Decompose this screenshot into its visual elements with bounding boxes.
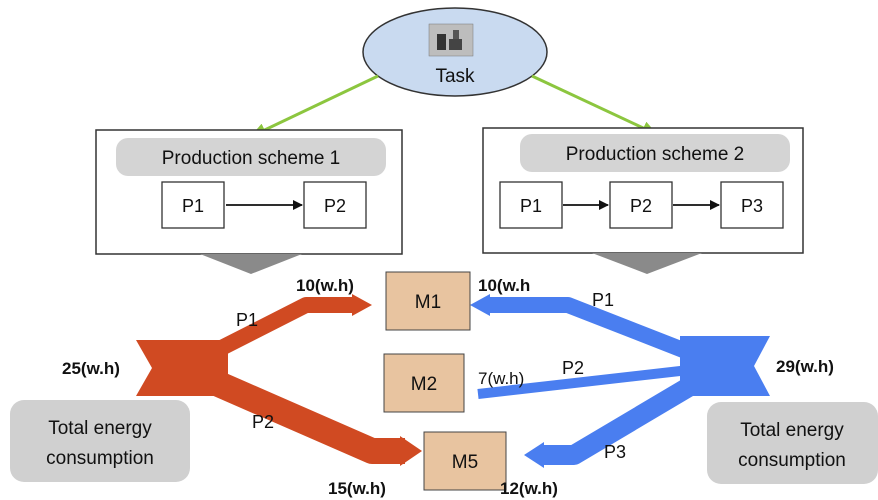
right-m5-value: 12(w.h) <box>500 479 558 498</box>
scheme1-process-p2-label: P2 <box>324 196 346 216</box>
left-flow-to-m5 <box>176 356 405 464</box>
machine-m5-label: M5 <box>452 452 478 473</box>
right-flow-trunk <box>680 336 770 396</box>
left-total-label-line1: Total energy <box>48 418 152 439</box>
right-total-label-line2: consumption <box>738 450 846 471</box>
task-to-scheme2-arrow <box>531 74 658 136</box>
scheme2-title-pill <box>520 134 790 172</box>
task-icon <box>428 23 474 57</box>
left-total-label-line2: consumption <box>46 448 154 469</box>
right-total-value: 29(w.h) <box>776 357 834 376</box>
scheme1-process-p2 <box>303 181 367 229</box>
scheme2-process-p3-label: P3 <box>741 196 763 216</box>
task-label: Task <box>435 66 475 87</box>
machine-m5 <box>423 431 507 491</box>
right-flow-m1-arrowhead <box>470 294 490 316</box>
scheme1-process-p1 <box>161 181 225 229</box>
left-route-upper: P1 <box>236 310 258 330</box>
right-m2-value: 7(w.h) <box>478 369 524 388</box>
left-flow-m5-arrowhead <box>400 436 422 466</box>
right-flow-from-m1 <box>486 297 727 374</box>
scheme2-process-p2-label: P2 <box>630 196 652 216</box>
right-route-m2: P2 <box>562 358 584 378</box>
scheme2-process-p2 <box>609 181 673 229</box>
scheme1-process-p1-label: P1 <box>182 196 204 216</box>
right-total-label-line1: Total energy <box>740 420 844 441</box>
scheme2-process-p1-label: P1 <box>520 196 542 216</box>
right-m1-value: 10(w.h <box>478 276 530 295</box>
left-flow-m1-arrowhead <box>352 294 372 316</box>
left-m1-value: 10(w.h) <box>296 276 354 295</box>
right-route-m1: P1 <box>592 290 614 310</box>
right-total-box <box>707 402 878 484</box>
task-to-scheme1-arrow <box>250 74 379 138</box>
scheme1-output-triangle <box>200 254 302 274</box>
right-flow-m5-arrowhead <box>524 442 544 468</box>
machine-m2 <box>383 353 465 413</box>
left-flow-trunk <box>136 340 228 396</box>
machine-m1 <box>385 271 471 331</box>
right-route-m5: P3 <box>604 442 626 462</box>
left-total-box <box>10 400 190 482</box>
scheme2-title: Production scheme 2 <box>566 144 745 165</box>
scheme1-title-pill <box>116 138 386 176</box>
scheme2-output-triangle <box>592 253 702 274</box>
scheme2-process-p3 <box>720 181 784 229</box>
scheme2-process-p1 <box>499 181 563 229</box>
scheme1-title: Production scheme 1 <box>162 148 341 169</box>
left-total-value: 25(w.h) <box>62 359 120 378</box>
machine-m2-label: M2 <box>411 374 437 395</box>
left-m5-value: 15(w.h) <box>328 479 386 498</box>
machine-m1-label: M1 <box>415 292 441 313</box>
right-flow-from-m5 <box>540 357 730 465</box>
left-route-lower: P2 <box>252 412 274 432</box>
